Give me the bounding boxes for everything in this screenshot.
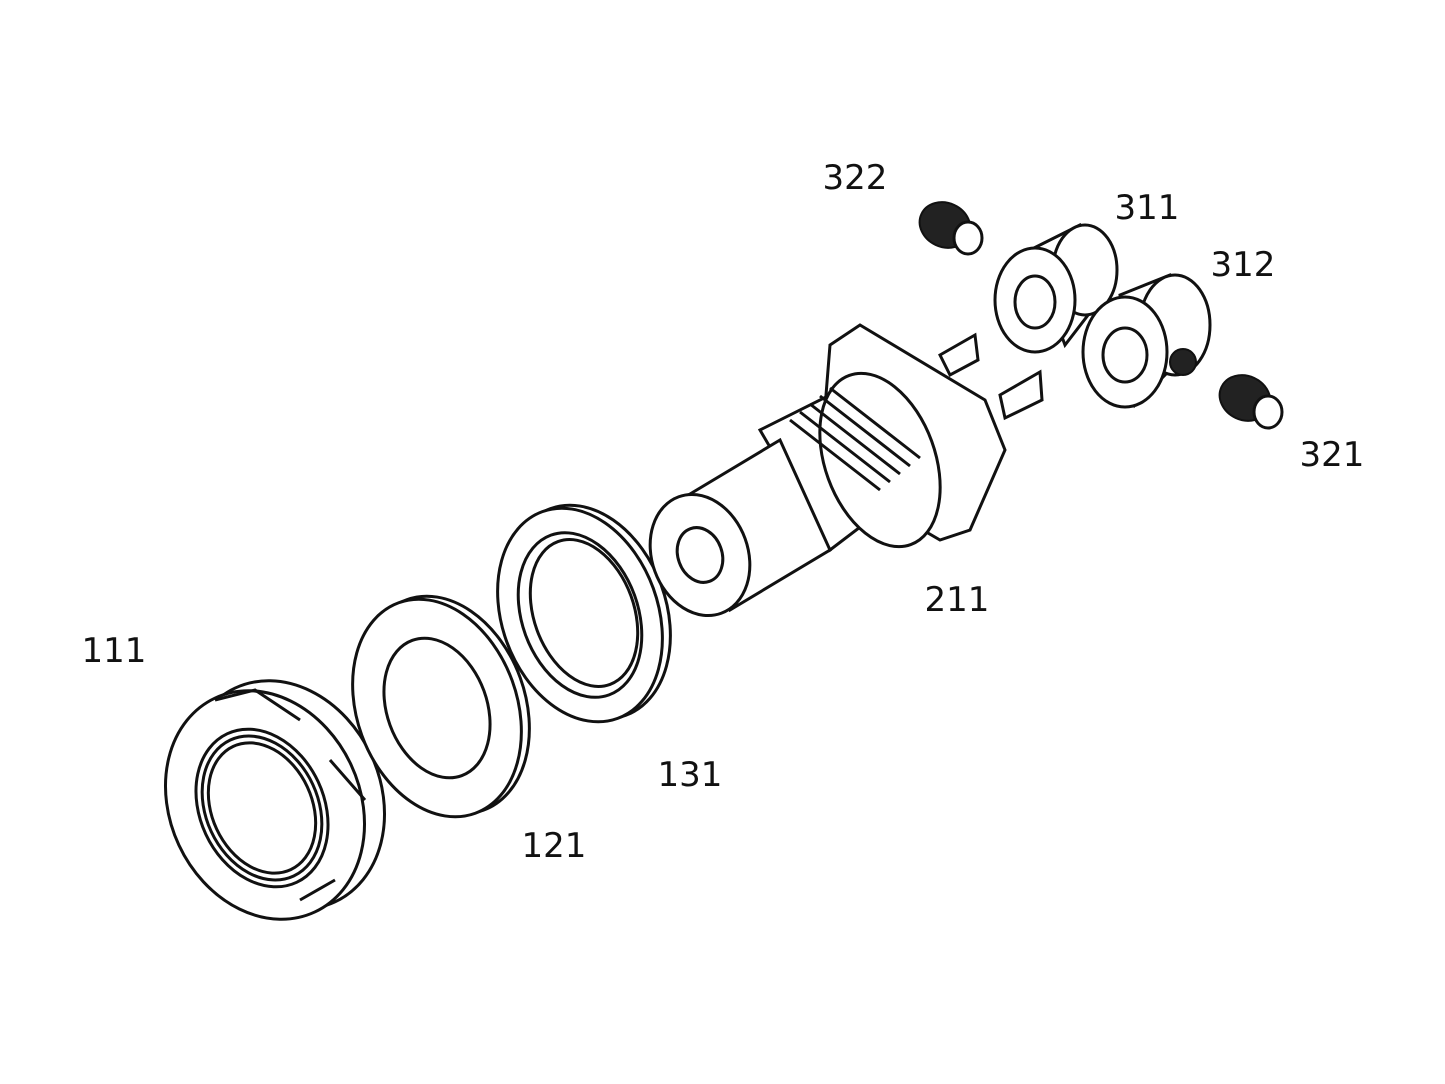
label-312: 312 <box>1210 245 1276 285</box>
collar-312-part <box>1081 273 1212 409</box>
washer-part <box>351 594 531 819</box>
label-211: 211 <box>924 580 990 620</box>
label-131: 131 <box>657 755 723 795</box>
label-111: 111 <box>81 631 147 671</box>
connector-body-part <box>648 323 1044 618</box>
label-121: 121 <box>521 826 587 866</box>
label-311: 311 <box>1114 188 1180 228</box>
set-screw-322-part <box>918 201 984 256</box>
nut-part <box>164 679 386 921</box>
label-322: 322 <box>822 158 888 198</box>
set-screw-321-part <box>1218 374 1284 430</box>
collar-311-part <box>993 223 1119 354</box>
seal-ring-part <box>496 503 672 724</box>
label-321: 321 <box>1299 435 1365 475</box>
